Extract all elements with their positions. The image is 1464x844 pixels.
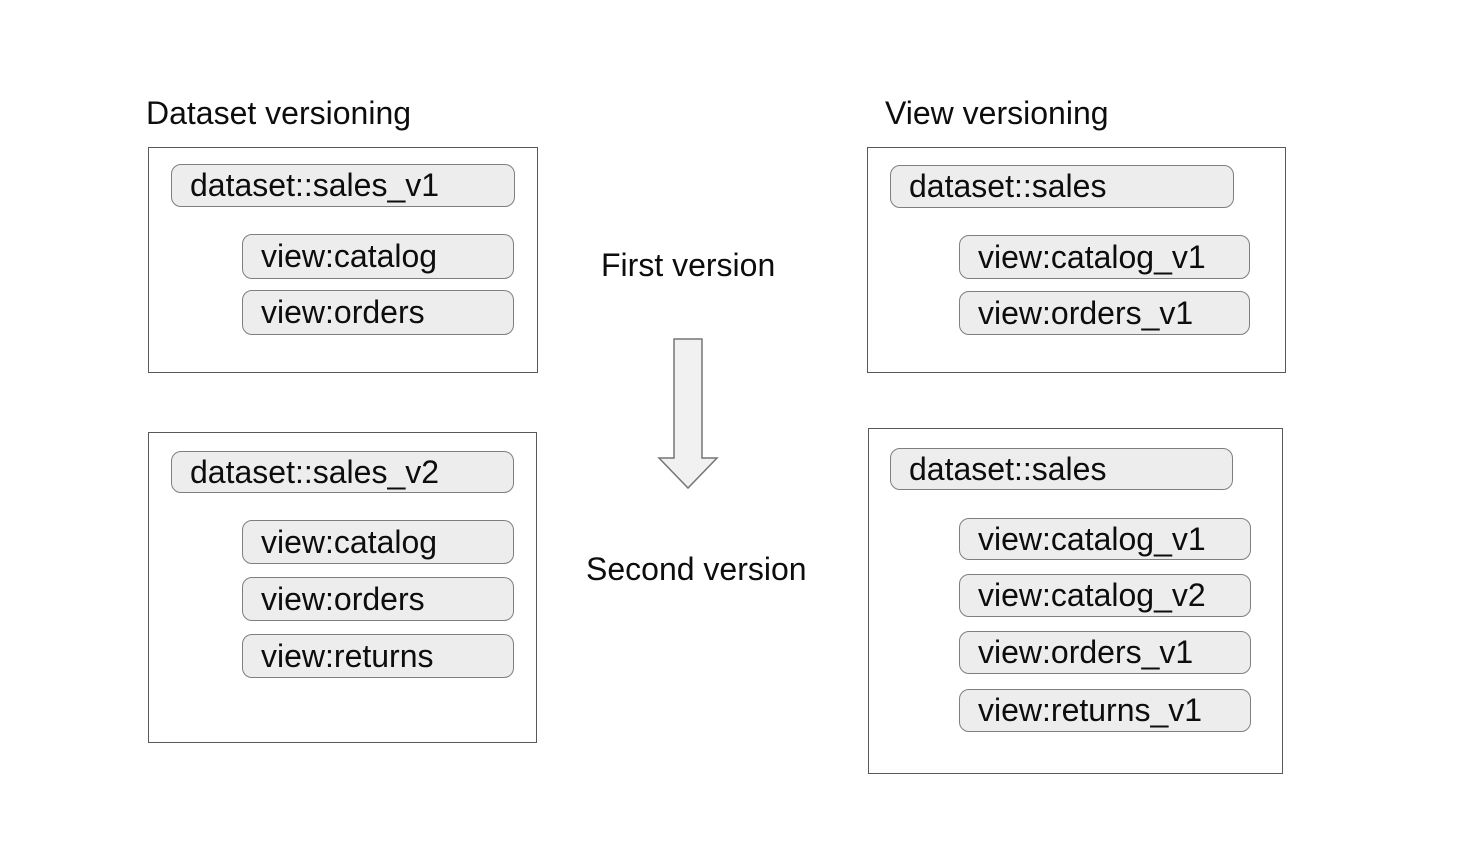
first-version-label: First version: [601, 247, 776, 283]
view-catalog-v1-pill: view:catalog_v1: [959, 235, 1250, 279]
view-orders-pill: view:orders: [242, 290, 514, 335]
dataset-versioning-title: Dataset versioning: [146, 95, 412, 131]
dataset-versioning-second-box: dataset::sales_v2 view:catalog view:orde…: [148, 432, 537, 743]
view-catalog-v1-pill: view:catalog_v1: [959, 518, 1251, 560]
dataset-sales-pill: dataset::sales: [890, 448, 1233, 490]
second-version-label: Second version: [586, 551, 807, 587]
dataset-sales-pill: dataset::sales: [890, 165, 1234, 208]
view-catalog-v2-pill: view:catalog_v2: [959, 574, 1251, 617]
down-arrow-icon: [650, 330, 730, 500]
view-catalog-pill: view:catalog: [242, 234, 514, 279]
view-versioning-title: View versioning: [885, 95, 1109, 131]
dataset-versioning-first-box: dataset::sales_v1 view:catalog view:orde…: [148, 147, 538, 373]
view-versioning-first-box: dataset::sales view:catalog_v1 view:orde…: [867, 147, 1286, 373]
view-returns-pill: view:returns: [242, 634, 514, 678]
view-orders-v1-pill: view:orders_v1: [959, 631, 1251, 674]
view-versioning-second-box: dataset::sales view:catalog_v1 view:cata…: [868, 428, 1283, 774]
view-returns-v1-pill: view:returns_v1: [959, 689, 1251, 732]
view-orders-pill: view:orders: [242, 577, 514, 621]
dataset-sales-v1-pill: dataset::sales_v1: [171, 164, 515, 207]
dataset-sales-v2-pill: dataset::sales_v2: [171, 451, 514, 493]
view-orders-v1-pill: view:orders_v1: [959, 291, 1250, 335]
view-catalog-pill: view:catalog: [242, 520, 514, 564]
